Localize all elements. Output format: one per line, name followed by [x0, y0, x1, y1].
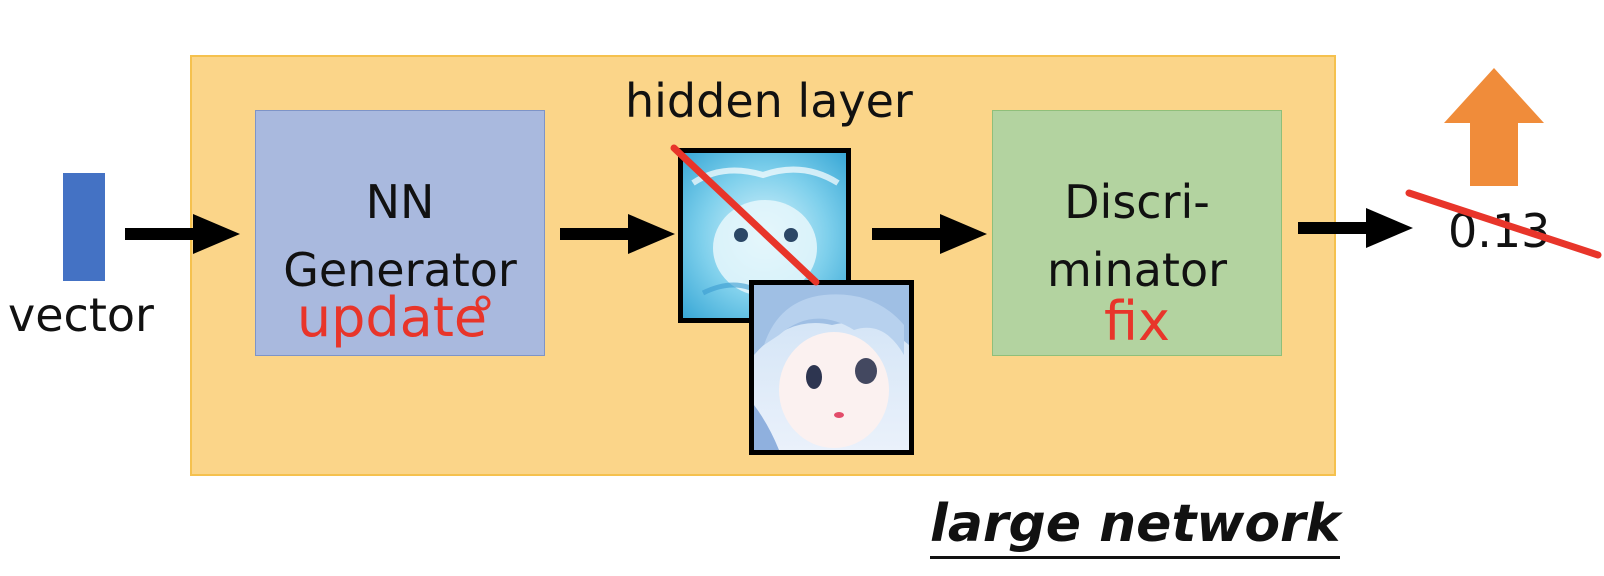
- score-strikethrough-mark: [1405, 189, 1602, 259]
- large-network-label: large network: [930, 498, 1341, 559]
- strikethrough-mark: [670, 144, 820, 286]
- discriminator-fix-annotation: fix: [1104, 290, 1170, 353]
- generator-label-line2: Generator: [283, 243, 517, 297]
- hidden-layer-label: hidden layer: [625, 74, 913, 128]
- discriminator-box: Discri- minator fix: [992, 110, 1282, 356]
- arrow-hidden-to-discriminator: [872, 214, 987, 254]
- up-arrow-icon: [1444, 68, 1544, 186]
- generator-box: NN Generator update: [255, 110, 545, 356]
- arrow-discriminator-to-output: [1298, 208, 1413, 248]
- input-vector-label: vector: [8, 288, 154, 342]
- generator-label-line1: NN: [365, 175, 435, 229]
- input-vector-bar: [63, 173, 105, 281]
- discriminator-label-line2: minator: [1046, 243, 1228, 297]
- generator-update-annotation: update: [296, 286, 488, 349]
- arrow-generator-to-hidden: [560, 214, 675, 254]
- generated-image-new: [749, 280, 914, 455]
- cursor-dot-icon: [475, 295, 491, 311]
- arrow-vector-to-generator: [125, 214, 240, 254]
- discriminator-label-line1: Discri-: [1064, 175, 1210, 229]
- anime-face-image: [754, 285, 909, 450]
